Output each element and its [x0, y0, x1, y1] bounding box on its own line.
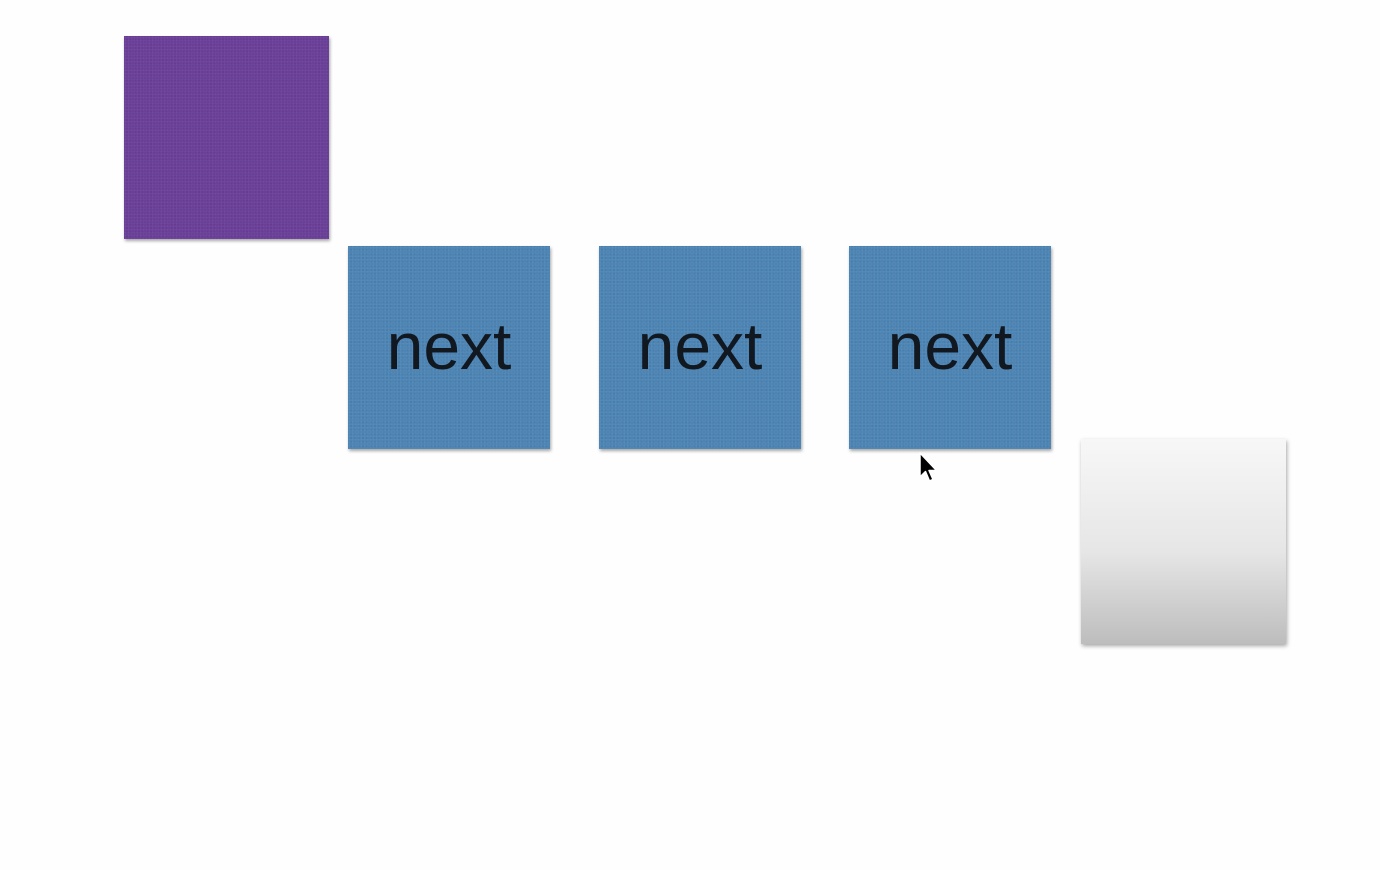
node-next-label: next [887, 308, 1013, 383]
node-card-1: next [348, 246, 550, 449]
node-next-label: next [386, 308, 512, 383]
head-card [124, 36, 329, 239]
tail-card [1081, 439, 1286, 644]
node-card-3: next [849, 246, 1051, 449]
node-next-label: next [637, 308, 763, 383]
node-card-2: next [599, 246, 801, 449]
mouse-pointer-icon [919, 452, 938, 482]
